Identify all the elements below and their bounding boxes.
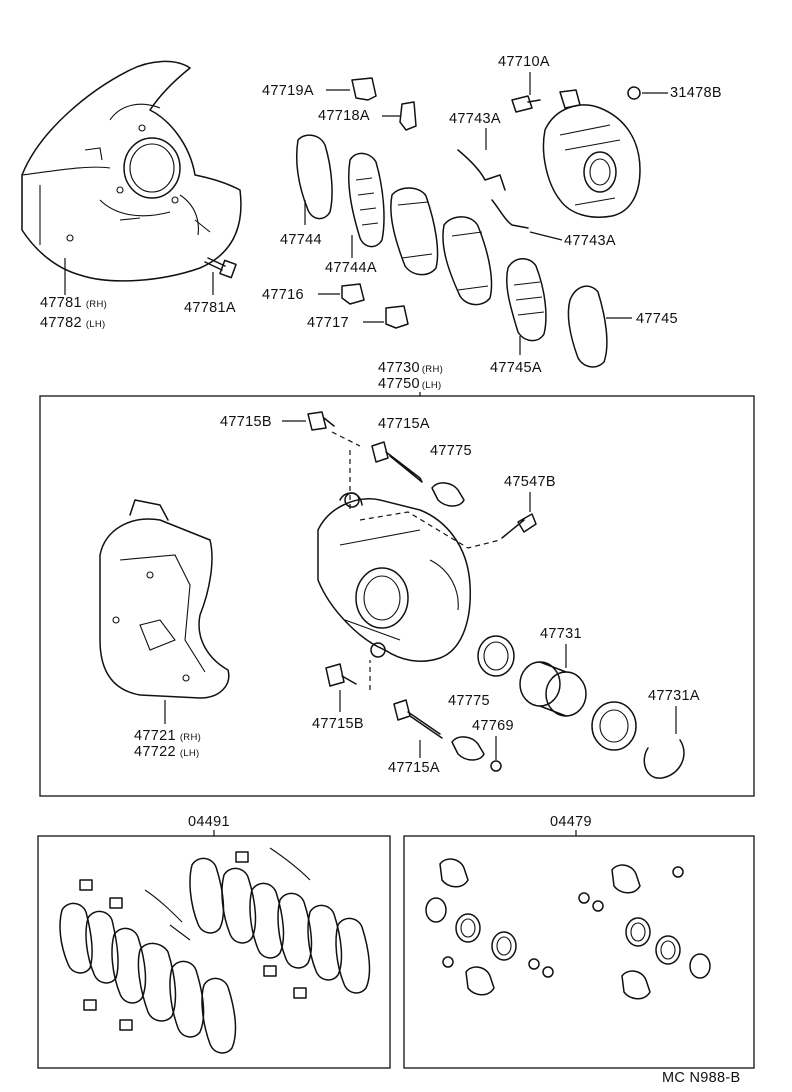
- callout-47750-side: (LH): [422, 380, 442, 391]
- mounting-bracket-drawing: [99, 499, 230, 699]
- bolt-47715B-top: [307, 411, 335, 431]
- clip-47716: [341, 283, 365, 305]
- svg-text:47782(LH): 47782 (LH): [40, 315, 106, 331]
- clip-47718A: [399, 101, 417, 131]
- svg-text:47722(LH): 47722 (LH): [134, 744, 200, 760]
- caliper-assembly-small: [542, 89, 641, 218]
- bolt-47715B-bottom: [325, 663, 357, 687]
- callout-04479: 04479: [550, 814, 592, 830]
- kit-04479-box: [403, 835, 755, 1069]
- cap-31478B: [627, 86, 641, 100]
- caliper-kit-box: [39, 395, 755, 797]
- bleeder-47710A: [511, 95, 541, 113]
- svg-text:47781(RH): 47781 (RH): [40, 295, 107, 311]
- callout-47730-side: (RH): [422, 364, 443, 375]
- shim-47744A: [347, 152, 385, 248]
- callout-47775-bottom: 47775: [448, 693, 490, 709]
- callout-47730: 47730: [378, 360, 420, 376]
- slide-pin-47715A-top: [371, 441, 423, 483]
- callout-47781A: 47781A: [184, 300, 236, 316]
- callout-47547B: 47547B: [504, 474, 556, 490]
- clip-47717: [385, 305, 409, 329]
- dust-cover-drawing: [21, 60, 242, 282]
- callout-47775-top: 47775: [430, 443, 472, 459]
- seal-ring: [477, 635, 515, 677]
- callout-47743A-bottom: 47743A: [564, 233, 616, 249]
- callout-47744A: 47744A: [325, 260, 377, 276]
- svg-text:47721(RH): 47721 (RH): [134, 728, 201, 744]
- callout-47745A: 47745A: [490, 360, 542, 376]
- piston-boot: [591, 701, 637, 751]
- kit-04479-parts: [425, 858, 711, 1000]
- brake-pad-left: [390, 187, 439, 276]
- callout-47781: 47781: [40, 295, 82, 311]
- boot-47775-top: [431, 482, 465, 507]
- callout-47743A-top: 47743A: [449, 111, 501, 127]
- svg-text:47750(LH): 47750(LH): [378, 376, 442, 392]
- clip-47719A: [351, 77, 377, 101]
- callout-47722: 47722: [134, 744, 176, 760]
- callout-31478B: 31478B: [670, 85, 722, 101]
- kit-04491-box: [37, 835, 391, 1069]
- callout-47715A-top: 47715A: [378, 416, 430, 432]
- callout-47715B-top: 47715B: [220, 414, 272, 430]
- shim-47744: [295, 134, 333, 220]
- shim-47745: [567, 285, 608, 368]
- callout-47710A: 47710A: [498, 54, 550, 70]
- callout-47718A: 47718A: [318, 108, 370, 124]
- callout-47781-side: (RH): [86, 299, 107, 310]
- piston-47731: [519, 661, 587, 717]
- set-ring-47731A: [643, 739, 685, 779]
- callout-47717: 47717: [307, 315, 349, 331]
- callout-47782-side: (LH): [86, 319, 106, 330]
- callout-47769: 47769: [472, 718, 514, 734]
- callout-47721: 47721: [134, 728, 176, 744]
- callout-47731A: 47731A: [648, 688, 700, 704]
- diagram-code: MC N988-B: [662, 1070, 740, 1086]
- bleeder-47547B: [501, 513, 537, 539]
- caliper-body-drawing: [317, 492, 471, 662]
- callout-04491: 04491: [188, 814, 230, 830]
- callout-47715A-bottom: 47715A: [388, 760, 440, 776]
- kit-04491-parts: [59, 847, 371, 1054]
- shim-47745A: [505, 258, 547, 342]
- callout-47722-side: (LH): [180, 748, 200, 759]
- cap-47769: [490, 760, 502, 772]
- callout-47750: 47750: [378, 376, 420, 392]
- callout-47719A: 47719A: [262, 83, 314, 99]
- callout-47716: 47716: [262, 287, 304, 303]
- bolt-47781A-drawing: [204, 257, 237, 279]
- callout-47721-side: (RH): [180, 732, 201, 743]
- anti-rattle-spring-top: [457, 149, 506, 191]
- boot-47775-bottom: [451, 736, 485, 761]
- callout-47715B-bottom: 47715B: [312, 716, 364, 732]
- callout-47745: 47745: [636, 311, 678, 327]
- callout-47782: 47782: [40, 315, 82, 331]
- brake-pad-right: [442, 216, 493, 306]
- anti-rattle-spring-bottom: [491, 199, 529, 229]
- svg-text:47730(RH): 47730(RH): [378, 360, 443, 376]
- slide-pin-47715A-bottom: [393, 699, 443, 739]
- callout-47744: 47744: [280, 232, 322, 248]
- callout-47731: 47731: [540, 626, 582, 642]
